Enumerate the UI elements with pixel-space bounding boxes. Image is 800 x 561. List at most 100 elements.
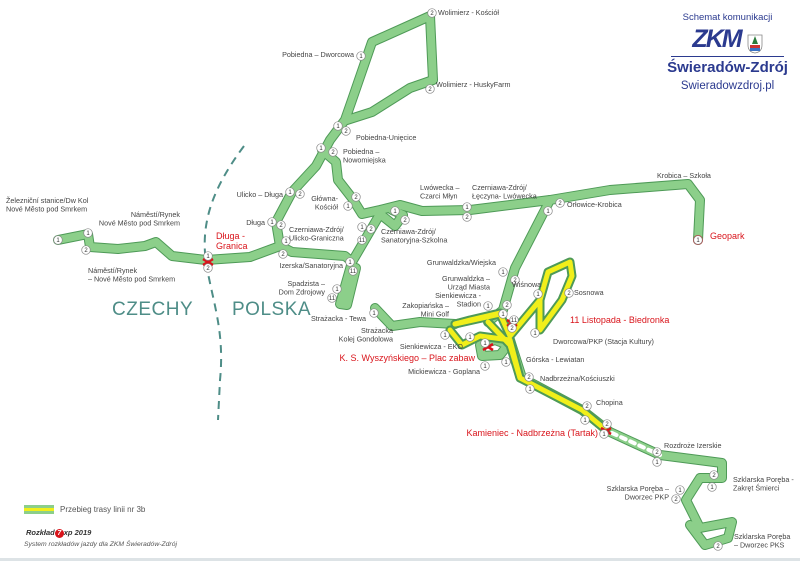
stop-marker[interactable]: 2 [709, 470, 719, 480]
stop-label-line: Náměstí/Rynek [88, 266, 138, 275]
stop-marker[interactable]: 11 [327, 293, 337, 303]
stop-marker[interactable]: 2 [341, 126, 351, 136]
stop-label-line: Długa [246, 218, 265, 227]
stop-marker[interactable]: 1 [357, 222, 367, 232]
stop-marker[interactable]: 2 [671, 494, 681, 504]
stop-marker[interactable]: 1 [83, 228, 93, 238]
stop-marker[interactable]: 1 [332, 284, 342, 294]
stop-marker[interactable]: 2 [602, 419, 612, 429]
stop-marker[interactable]: 2 [564, 288, 574, 298]
stop-marker[interactable]: 2 [427, 8, 437, 18]
stop-marker[interactable]: 1 [267, 217, 277, 227]
stop-marker[interactable]: 2 [425, 84, 435, 94]
stop-label: Wiśnowa [512, 280, 541, 289]
stop-marker[interactable]: 1 [281, 236, 291, 246]
stop-marker[interactable]: 2 [713, 541, 723, 551]
stop-marker[interactable]: 2 [582, 401, 592, 411]
stop-marker[interactable]: 2 [555, 198, 565, 208]
stop-label-line: Mini Golf [421, 310, 449, 319]
stop-marker[interactable]: 2 [502, 300, 512, 310]
stop-marker[interactable]: 1 [533, 289, 543, 299]
stop-marker[interactable]: 1 [501, 357, 511, 367]
stop-label-line: Szklarska Poręba - [733, 475, 794, 484]
stop-marker[interactable]: 1 [543, 206, 553, 216]
stop-label: Czerniawa-Zdrój/Łęczyna- Lwówecka [472, 183, 537, 201]
stop-label: Kamieniec - Nadbrzeżna (Tartak) [466, 428, 598, 438]
stop-marker-number: 2 [716, 544, 720, 550]
stop-marker[interactable]: 1 [693, 235, 703, 245]
stop-marker[interactable]: 1 [580, 415, 590, 425]
stop-marker[interactable]: 1 [652, 457, 662, 467]
logo-subtitle: Schemat komunikacji [682, 12, 773, 23]
stop-marker[interactable]: 1 [480, 361, 490, 371]
stop-marker[interactable]: 2 [295, 189, 305, 199]
brand-post: xp 2019 [63, 528, 92, 537]
stop-marker-number: 1 [468, 335, 472, 341]
stop-marker[interactable]: 1 [498, 267, 508, 277]
stop-marker-number: 1 [501, 270, 505, 276]
line-3b-segment [452, 259, 575, 339]
stop-marker[interactable]: 2 [328, 147, 338, 157]
stop-label-line: Sienkiewicza - [435, 291, 482, 300]
stop-marker[interactable]: 11 [509, 315, 519, 325]
stop-marker[interactable]: 2 [203, 263, 213, 273]
stop-marker[interactable]: 1 [356, 51, 366, 61]
stop-label-line: Wolimierz - HuskyFarm [436, 80, 511, 89]
stop-marker[interactable]: 11 [357, 235, 367, 245]
stop-marker[interactable]: 2 [278, 249, 288, 259]
stop-marker[interactable]: 2 [400, 215, 410, 225]
stop-marker[interactable]: 1 [675, 485, 685, 495]
stop-label: Sienkiewicza - EKO [400, 342, 464, 351]
stop-marker[interactable]: 2 [524, 372, 534, 382]
stop-marker[interactable]: 2 [366, 224, 376, 234]
stop-marker[interactable]: 1 [390, 206, 400, 216]
stop-marker[interactable]: 2 [507, 323, 517, 333]
stop-marker[interactable]: 1 [498, 309, 508, 319]
stop-label-line: Zakopiańska – [402, 301, 449, 310]
stop-label: Grunwaldzka/Wiejska [427, 258, 496, 267]
stop-marker-number: 2 [655, 450, 659, 456]
stop-marker[interactable]: 1 [465, 332, 475, 342]
stop-marker[interactable]: 1 [530, 328, 540, 338]
stop-marker[interactable]: 2 [510, 275, 520, 285]
stop-marker-number: 2 [430, 11, 434, 17]
stop-marker[interactable]: 1 [369, 308, 379, 318]
stop-marker[interactable]: 1 [345, 257, 355, 267]
stop-label-line: Náměstí/Rynek [131, 210, 181, 219]
stop-marker-number: 11 [329, 296, 336, 302]
stop-marker[interactable]: 2 [652, 447, 662, 457]
stop-marker[interactable]: 2 [81, 245, 91, 255]
logo-url[interactable]: Swieradowzdroj.pl [680, 80, 775, 92]
stop-marker-number: 2 [206, 266, 210, 272]
stop-marker-number: 1 [336, 124, 340, 130]
stop-label-line: Strażacka - Tewa [311, 314, 366, 323]
stop-marker[interactable]: 1 [525, 384, 535, 394]
stop-marker[interactable]: 1 [343, 201, 353, 211]
stop-marker[interactable]: 1 [440, 330, 450, 340]
stop-marker[interactable]: 1 [53, 235, 63, 245]
stop-marker[interactable]: 11 [348, 266, 358, 276]
stop-marker[interactable]: 2 [351, 192, 361, 202]
stop-label-line: Kolej Gondolowa [339, 335, 393, 344]
stop-marker[interactable]: 2 [276, 220, 286, 230]
stop-label: Sosnowa [574, 288, 604, 297]
stop-marker[interactable]: 1 [462, 202, 472, 212]
stop-marker[interactable]: 1 [599, 429, 609, 439]
stop-label-line: Kamieniec - Nadbrzeżna (Tartak) [466, 428, 598, 438]
stop-label-line: Lwówecka – [420, 183, 460, 192]
stop-marker[interactable]: 1 [285, 187, 295, 197]
stop-marker[interactable]: 1 [333, 121, 343, 131]
stop-marker[interactable]: 1 [707, 482, 717, 492]
stop-label-line: Długa - [216, 231, 245, 241]
stop-marker[interactable]: 1 [483, 301, 493, 311]
stop-marker[interactable]: 1 [480, 338, 490, 348]
stop-label: Główna-Kościół [311, 194, 338, 212]
stop-marker[interactable]: 1 [316, 143, 326, 153]
stop-label: Náměstí/Rynek– Nové Město pod Smrkem [88, 266, 175, 284]
stop-marker[interactable]: 2 [462, 212, 472, 222]
stop-marker[interactable]: 1 [203, 251, 213, 261]
